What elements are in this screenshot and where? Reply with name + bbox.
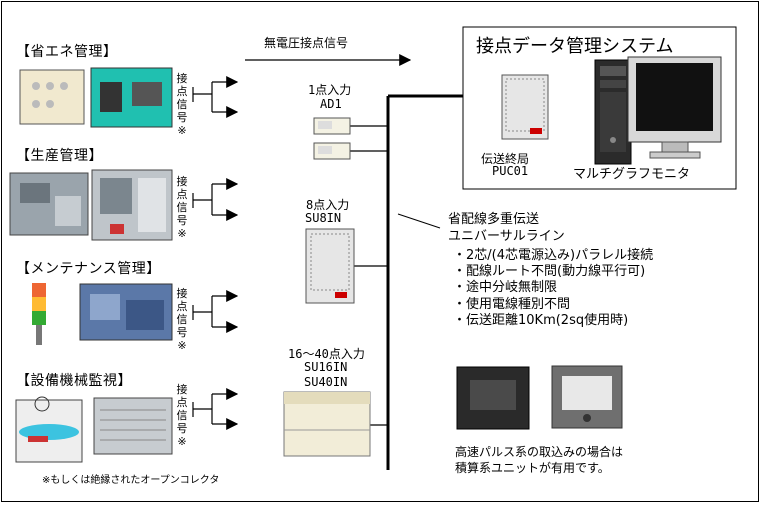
su16-label-1: 16～40点入力 (288, 347, 365, 361)
feature-item-1: ・2芯/(4芯電源込み)パラレル接続 (453, 248, 654, 263)
system-title: 接点データ管理システム (476, 36, 674, 57)
signal-label-1: 接点信号※ (176, 72, 188, 137)
ad1-module-a (313, 117, 351, 135)
ad1-label-1: 1点入力 (308, 83, 352, 97)
signal-tower-image (32, 283, 46, 345)
pulse-unit-1-image (456, 366, 530, 430)
ad1-module-b (313, 142, 351, 160)
category-energy: 【省エネ管理】 (16, 44, 118, 60)
puc01-unit (501, 74, 549, 140)
pulse-unit-2-image (551, 365, 623, 429)
su8-label-1: 8点入力 (306, 198, 350, 212)
category-maintenance: 【メンテナンス管理】 (16, 261, 161, 277)
fork-arrow-group-4 (192, 388, 239, 430)
category-production: 【生産管理】 (16, 148, 103, 164)
pc-tower (594, 59, 632, 165)
tank-image (15, 396, 83, 463)
category-facility: 【設備機械監視】 (16, 373, 132, 389)
monitor (627, 56, 722, 159)
su16-label-2: SU16IN (304, 360, 348, 374)
terminal-label-1: 伝送終局 (481, 152, 530, 166)
signal-label-3: 接点信号※ (176, 287, 188, 352)
signal-label-2: 接点信号※ (176, 175, 188, 240)
signal-label-4: 接点信号※ (176, 383, 188, 448)
energy-panel-image (19, 69, 85, 125)
terminal-label-2: PUC01 (492, 164, 529, 178)
energy-meter-image (90, 67, 173, 128)
pulse-note-line2: 積算系ユニットが有用です。 (455, 461, 610, 475)
fork-arrow-group-3 (192, 290, 239, 333)
ad1-label-2: AD1 (320, 97, 342, 111)
feature-item-3: ・途中分岐無制限 (453, 280, 558, 295)
transmission-title-1: 省配線多重伝送 (448, 212, 540, 227)
transmission-title-2: ユニバーサルライン (448, 229, 565, 244)
compressor-image (79, 283, 173, 341)
monitor-label: マルチグラフモニタ (573, 167, 691, 182)
fork-arrow-group-1 (192, 76, 239, 118)
feature-item-4: ・使用電線種別不問 (453, 297, 571, 312)
signal-arrow-label: 無電圧接点信号 (264, 36, 349, 50)
su8in-unit (305, 228, 355, 304)
cooling-tower-image (93, 397, 173, 455)
su8-label-2: SU8IN (305, 211, 342, 225)
production-machine-1-image (9, 172, 89, 236)
feature-item-2: ・配線ルート不問(動力線平行可) (453, 264, 646, 279)
production-machine-2-image (91, 169, 173, 241)
footnote: ※もしくは絶縁されたオープンコレクタ (42, 475, 220, 486)
transmission-pointer (397, 213, 441, 229)
fork-arrow-group-2 (192, 178, 239, 221)
su16in-unit (283, 391, 371, 457)
pulse-note-line1: 高速パルス系の取込みの場合は (455, 445, 624, 459)
su16-label-3: SU40IN (304, 375, 348, 389)
feature-item-5: ・伝送距離10Km(2sq使用時) (453, 313, 629, 328)
